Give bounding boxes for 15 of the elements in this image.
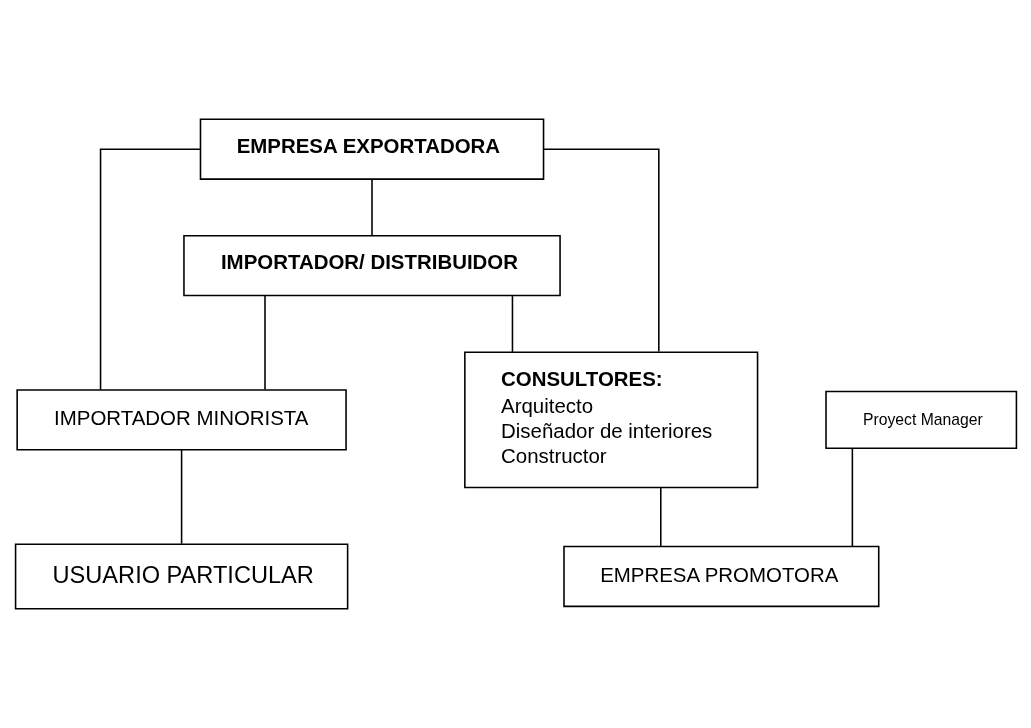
connector bbox=[370, 178, 373, 237]
connector bbox=[263, 295, 266, 391]
node-box: EMPRESA EXPORTADORA bbox=[199, 118, 544, 180]
connector bbox=[180, 449, 182, 545]
connector bbox=[851, 447, 853, 548]
node-box: CONSULTORES: Arquitecto Diseñador de interiores Constructor bbox=[463, 351, 758, 489]
connector bbox=[99, 148, 201, 391]
node-box: EMPRESA PROMOTORA bbox=[562, 545, 879, 608]
node-box: IMPORTADOR/ DISTRIBUIDOR bbox=[182, 234, 561, 297]
connector bbox=[511, 295, 513, 353]
node-box: USUARIO PARTICULAR bbox=[14, 543, 348, 610]
connector bbox=[659, 486, 662, 548]
connector bbox=[542, 148, 660, 353]
node-box: IMPORTADOR MINORISTA bbox=[15, 389, 347, 451]
node-box: Proyect Manager bbox=[824, 390, 1017, 449]
